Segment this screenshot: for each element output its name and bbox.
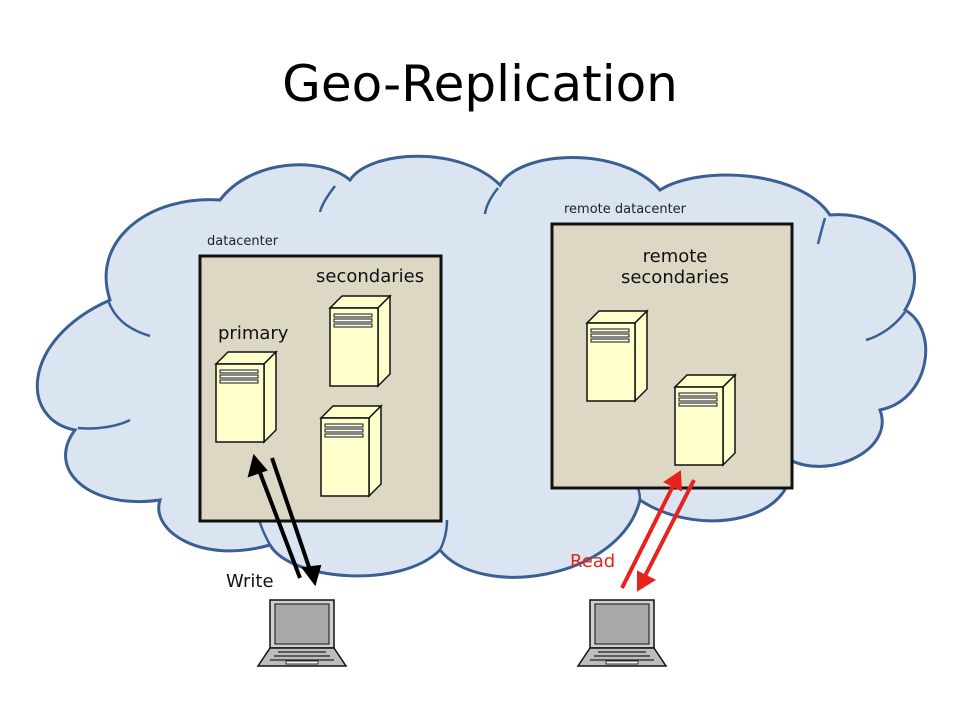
write-label: Write bbox=[226, 571, 274, 592]
secondary-server-icon-2 bbox=[320, 405, 382, 497]
write-arrows bbox=[247, 453, 322, 587]
remote-datacenter-label: remote datacenter bbox=[564, 202, 687, 217]
datacenter-label: datacenter bbox=[207, 234, 279, 249]
secondaries-label: secondaries bbox=[316, 266, 424, 287]
remote-server-icon-2 bbox=[674, 374, 736, 466]
read-arrows bbox=[620, 470, 696, 592]
reader-laptop-icon bbox=[577, 599, 667, 667]
remote-server-icon-1 bbox=[586, 310, 648, 402]
remote-secondaries-label-line1: remote bbox=[643, 246, 708, 267]
remote-secondaries-label-line2: secondaries bbox=[621, 267, 729, 288]
slide-title: Geo-Replication bbox=[282, 55, 678, 113]
primary-server-icon bbox=[215, 351, 277, 443]
read-label: Read bbox=[570, 551, 615, 572]
primary-label: primary bbox=[218, 323, 289, 344]
writer-laptop-icon bbox=[257, 599, 347, 667]
secondary-server-icon-1 bbox=[329, 295, 391, 387]
